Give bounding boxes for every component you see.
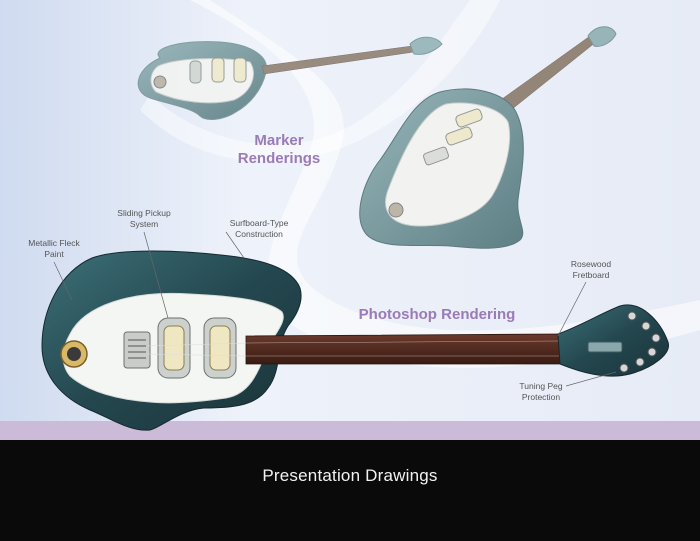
callout-metallic-fleck-line-2: Paint xyxy=(44,249,64,259)
marker-renderings-heading: Marker Renderings xyxy=(224,132,334,168)
callout-rosewood-line-2: Fretboard xyxy=(572,270,610,280)
callout-metallic-fleck-line-1: Metallic Fleck xyxy=(28,238,80,248)
callout-tuning-peg-line-1: Tuning Peg xyxy=(519,381,563,391)
callout-rosewood-line-1: Rosewood xyxy=(570,259,612,269)
callout-sliding-pickup-line-2: System xyxy=(129,219,159,229)
photoshop-rendering-heading: Photoshop Rendering xyxy=(358,306,516,323)
background-swoosh xyxy=(190,0,700,368)
photoshop-guitar xyxy=(41,250,669,431)
callout-sliding-pickup-line-1: Sliding Pickup xyxy=(117,208,171,218)
callout-tuning-peg-line-2: Protection xyxy=(521,392,561,402)
background-swoosh-2 xyxy=(140,0,500,162)
artwork xyxy=(0,0,700,441)
callout-rosewood: Rosewood Fretboard xyxy=(556,259,626,281)
marker-guitar-top xyxy=(137,36,443,120)
marker-guitar-diagonal xyxy=(359,26,617,249)
marker-heading-line-1: Marker xyxy=(254,132,304,149)
caption-title: Presentation Drawings xyxy=(262,466,438,485)
callout-surfboard: Surfboard-Type Construction xyxy=(214,218,304,240)
marker-heading-line-2: Renderings xyxy=(237,150,321,167)
callout-lines xyxy=(53,231,617,387)
callout-sliding-pickup: Sliding Pickup System xyxy=(104,208,184,230)
callout-surfboard-line-1: Surfboard-Type xyxy=(229,218,289,228)
callout-metallic-fleck: Metallic Fleck Paint xyxy=(14,238,94,260)
lilac-band xyxy=(0,421,700,441)
callout-tuning-peg: Tuning Peg Protection xyxy=(506,381,576,403)
caption-bar: Presentation Drawings xyxy=(0,440,700,541)
callout-surfboard-line-2: Construction xyxy=(235,229,283,239)
